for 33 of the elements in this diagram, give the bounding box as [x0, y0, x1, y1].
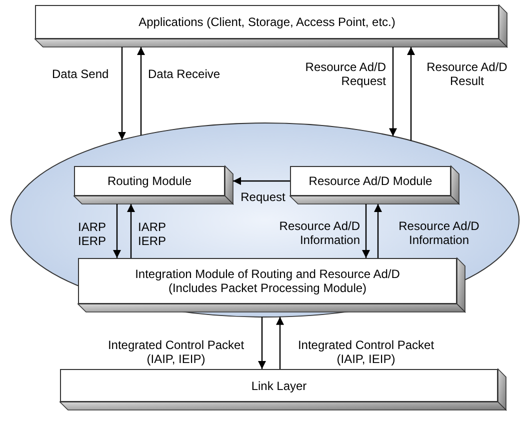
arrow: [362, 204, 370, 258]
edge-label: IARP IERP: [78, 220, 108, 248]
arrow: [118, 47, 126, 140]
arrow: [127, 204, 135, 258]
arrow: [407, 47, 415, 141]
edge-label: Request: [240, 190, 286, 204]
arrow: [233, 177, 290, 185]
arrow: [113, 204, 121, 258]
edge-label: Data Receive: [148, 67, 222, 81]
edge-label: Resource Ad/D Information: [278, 219, 360, 247]
edge-label: Integrated Control Packet (IAIP, IEIP): [106, 338, 246, 366]
module-box: [74, 166, 233, 204]
arrow: [389, 47, 397, 136]
edge-label: Integrated Control Packet (IAIP, IEIP): [296, 338, 436, 366]
ellipse-region: [10, 122, 520, 318]
module-box: [35, 5, 507, 47]
module-box: [60, 369, 506, 410]
module-box: [78, 258, 465, 312]
edge-label: Data Send: [52, 67, 110, 81]
box-label: Routing Module: [107, 174, 192, 188]
arrow: [137, 47, 145, 136]
edge-label: Resource Ad/D Request: [304, 60, 386, 88]
box-label: Integration Module of Routing and Resource Ad/D (Includes Packet Processing Module): [134, 267, 401, 295]
box-label: Applications (Client, Storage, Access Point, etc.): [138, 15, 396, 29]
arrow: [374, 204, 382, 258]
box-label: Resource Ad/D Module: [308, 174, 432, 188]
module-box: [290, 166, 459, 204]
edge-label: Resource Ad/D Information: [398, 219, 480, 247]
edge-label: Resource Ad/D Result: [426, 60, 508, 88]
box-label: Link Layer: [251, 378, 307, 392]
arrow: [276, 316, 284, 369]
arrow: [258, 317, 266, 369]
edge-label: IARP IERP: [138, 220, 168, 248]
